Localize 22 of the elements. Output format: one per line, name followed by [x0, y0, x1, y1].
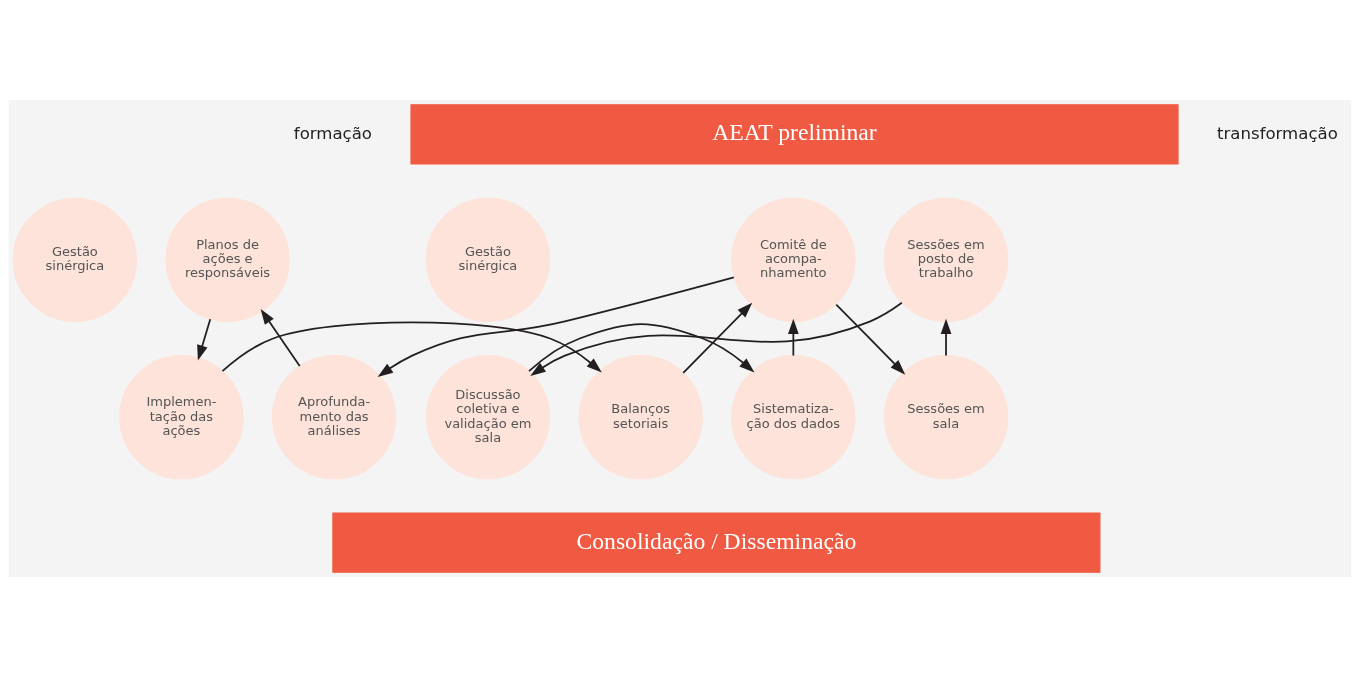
node-circle: Gestão sinérgica — [425, 197, 551, 322]
arrow — [787, 318, 799, 357]
arrow — [197, 318, 212, 361]
arrow — [940, 318, 952, 357]
arrow — [528, 323, 755, 373]
node-circle: Gestão sinérgica — [12, 197, 137, 322]
arrow — [530, 301, 903, 376]
node-circle: Discussão coletiva e validação em sala — [425, 355, 551, 480]
node-circle: Comitê de acompa- nhamento — [731, 197, 856, 322]
label: formação — [293, 123, 372, 143]
arrow — [835, 303, 906, 375]
node-box: AEAT preliminar — [410, 104, 1179, 165]
arrow — [260, 309, 301, 367]
arrow — [682, 302, 753, 374]
node-circle: Sessões em posto de trabalho — [883, 197, 1009, 322]
node-circle: Planos de ações e responsáveis — [165, 197, 290, 322]
arrow — [221, 321, 602, 373]
node-box: Consolidação / Disseminação — [332, 512, 1101, 573]
arrow — [377, 276, 735, 377]
label: transformação — [1217, 123, 1338, 143]
node-circle: Implemen- tação das ações — [119, 355, 244, 480]
node-circle: Sessões em sala — [883, 355, 1009, 480]
